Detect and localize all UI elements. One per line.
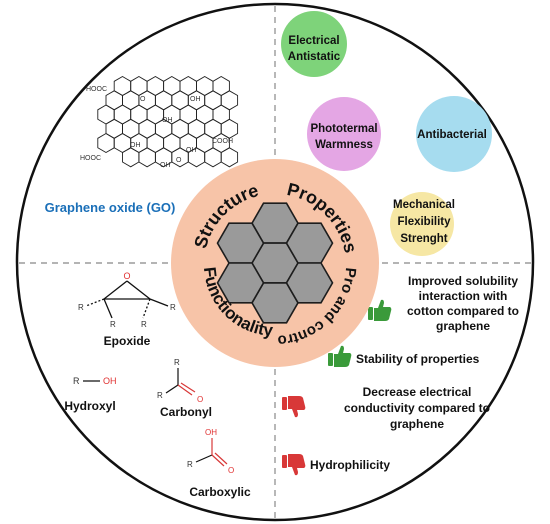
thumbs-up-icon — [328, 345, 352, 367]
antistatic-label: Antistatic — [288, 51, 341, 63]
graphene-hexagon-cluster — [216, 202, 334, 324]
carboxylic-structure — [195, 438, 228, 467]
flexibility-label: Flexibility — [397, 216, 451, 228]
hydroxyl-r: R — [73, 376, 80, 386]
electrical-label: Electrical — [288, 35, 339, 47]
graphene-hexagon — [216, 262, 265, 304]
con-1-line-1: Decrease electrical — [363, 385, 472, 399]
bubble-mechanical — [390, 192, 454, 256]
pro-1-line-4: graphene — [436, 319, 490, 333]
epoxide-r-1: R — [78, 303, 84, 312]
group-label-hooc-top: HOOC — [86, 86, 107, 93]
thumbs-down-icon — [282, 454, 306, 476]
group-label-oh-2: OH — [162, 117, 173, 124]
phototermal-label: Phototermal — [310, 123, 377, 135]
hydroxyl-label: Hydroxyl — [64, 399, 115, 413]
carboxylic-oxygen: O — [228, 466, 234, 475]
graphene-oxide-structure — [97, 75, 239, 168]
carboxylic-label: Carboxylic — [189, 485, 251, 499]
hydroxyl-oh: OH — [103, 376, 117, 386]
epoxide-r-3: R — [141, 320, 147, 329]
epoxide-label: Epoxide — [104, 334, 151, 348]
group-label-o-1: O — [140, 96, 146, 103]
group-label-cooh: COOH — [212, 138, 233, 145]
bubble-electrical — [281, 11, 347, 77]
bubble-phototermal — [307, 97, 381, 171]
epoxide-r-4: R — [170, 303, 176, 312]
antibacterial-label: Antibacterial — [417, 129, 487, 141]
carbonyl-structure — [165, 368, 196, 396]
group-label-hooc-bottom: HOOC — [80, 155, 101, 162]
epoxide-r-2: R — [110, 320, 116, 329]
con-2-label: Hydrophilicity — [310, 458, 390, 472]
thumbs-up-icon — [368, 299, 392, 321]
graphene-hexagon — [285, 262, 334, 304]
warmness-label: Warmness — [315, 139, 373, 151]
group-label-o-2: O — [176, 157, 182, 164]
group-label-oh-4: OH — [186, 147, 197, 154]
strenght-label: Strenght — [400, 233, 447, 245]
mechanical-label: Mechanical — [393, 199, 455, 211]
con-1-line-2: conductivity compared to — [344, 401, 490, 415]
epoxide-oxygen: O — [123, 271, 130, 281]
carboxylic-oh: OH — [205, 428, 217, 437]
carbonyl-oxygen: O — [197, 395, 203, 404]
pro-1-line-1: Improved solubility — [408, 274, 518, 288]
pro-1-line-3: cotton compared to — [407, 304, 519, 318]
thumbs-down-icon — [282, 396, 306, 418]
bubble-antibacterial — [416, 96, 492, 172]
graphene-oxide-caption: Graphene oxide (GO) — [45, 200, 176, 215]
carbonyl-label: Carbonyl — [160, 405, 212, 419]
carbonyl-r-left: R — [157, 391, 163, 400]
group-label-oh-1: OH — [190, 96, 201, 103]
group-label-oh-3: OH — [130, 142, 141, 149]
carbonyl-r-top: R — [174, 358, 180, 367]
group-label-oh-5: OH — [160, 162, 171, 169]
con-1-line-3: graphene — [390, 417, 444, 431]
pro-2-label: Stability of properties — [356, 352, 480, 366]
carboxylic-r: R — [187, 460, 193, 469]
pro-1-line-2: interaction with — [419, 289, 508, 303]
epoxide-structure — [85, 280, 169, 319]
go-ring — [220, 147, 239, 168]
